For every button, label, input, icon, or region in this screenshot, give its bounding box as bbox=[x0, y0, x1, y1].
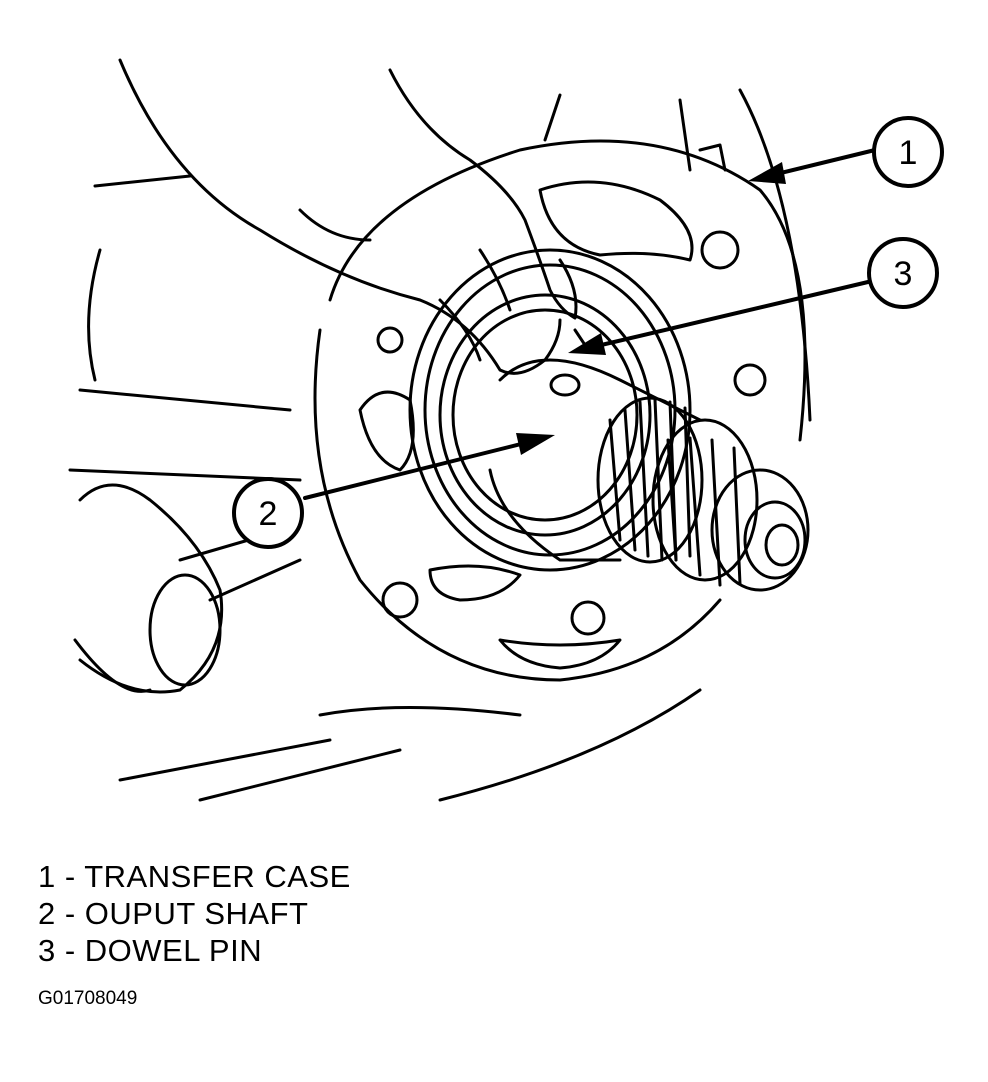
figure-id: G01708049 bbox=[38, 988, 138, 1009]
leader-line-2 bbox=[303, 436, 547, 500]
output-shaft bbox=[488, 358, 810, 592]
arrowhead-1 bbox=[748, 162, 786, 184]
callout-2: 2 bbox=[232, 477, 304, 549]
hand bbox=[118, 58, 578, 375]
legend: 1 - TRANSFER CASE 2 - OUPUT SHAFT 3 - DO… bbox=[38, 858, 351, 969]
arrowhead-3 bbox=[568, 333, 606, 355]
arrowhead-2 bbox=[516, 433, 555, 455]
callout-3-number: 3 bbox=[894, 255, 913, 293]
callout-2-number: 2 bbox=[259, 495, 278, 533]
transfer-case-illustration: 1 2 3 bbox=[68, 58, 944, 802]
legend-item-dowel-pin: 3 - DOWEL PIN bbox=[38, 933, 263, 968]
background-lines bbox=[68, 88, 812, 802]
callout-1-number: 1 bbox=[899, 134, 918, 172]
legend-item-output-shaft: 2 - OUPUT SHAFT bbox=[38, 896, 309, 931]
dowel-pin-shape bbox=[549, 328, 587, 397]
callout-1: 1 bbox=[872, 116, 944, 188]
bearing-rings bbox=[408, 248, 692, 572]
transfer-case-housing bbox=[313, 139, 807, 682]
callout-3: 3 bbox=[867, 237, 939, 309]
legend-item-transfer-case: 1 - TRANSFER CASE bbox=[38, 859, 351, 894]
leader-line-3 bbox=[578, 280, 870, 352]
